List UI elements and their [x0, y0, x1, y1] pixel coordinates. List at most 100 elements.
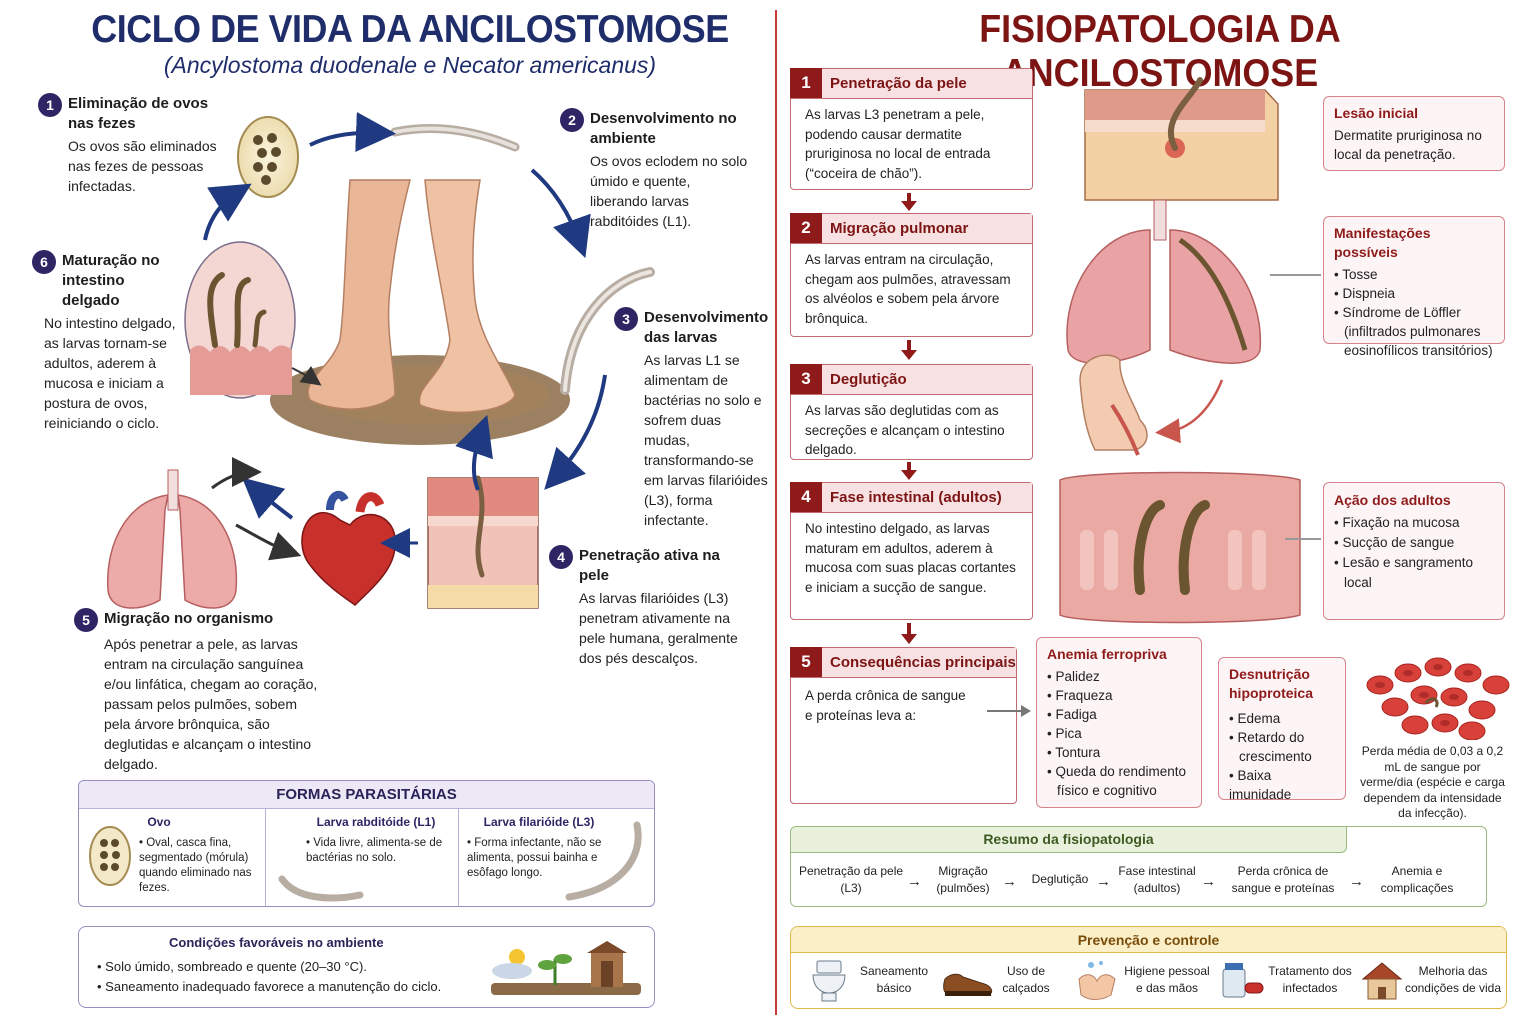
step-text: Os ovos são eliminados nas fezes de pess…	[68, 138, 217, 194]
step-text: As larvas entram na circulação, chegam a…	[805, 252, 1011, 326]
form-l3: Larva filarióide (L3) • Forma infectante…	[459, 809, 654, 906]
condition-item: • Solo úmido, sombreado e quente (20–30 …	[97, 959, 367, 974]
flow-arrow	[901, 470, 917, 480]
list-item: • Síndrome de Löffler	[1334, 305, 1461, 320]
step-number: 1	[38, 93, 62, 117]
list-item: • Palidez	[1047, 669, 1100, 684]
left-leg	[307, 179, 411, 410]
initial-lesion-box: Lesão inicial Dermatite pruriginosa no l…	[1323, 96, 1505, 171]
arrow-right-icon: →	[907, 873, 922, 890]
prevention-item: Higiene pessoal e das mãos	[1124, 964, 1210, 995]
form-egg: Ovo • Oval, casca fina, segmentado (móru…	[79, 809, 266, 906]
step-text: As larvas são deglutidas com as secreçõe…	[805, 403, 1005, 457]
form-text: • Vida livre, alimenta-se de bactérias n…	[306, 837, 443, 864]
form-text: • Oval, casca fina, segmentado (mórula) …	[139, 837, 252, 894]
box-title: Desnutrição hipoproteica	[1229, 666, 1314, 701]
step-number: 2	[560, 108, 584, 132]
connector-line	[1285, 538, 1321, 540]
toilet-icon	[812, 960, 846, 1002]
list-item: • Dispneia	[1334, 286, 1396, 301]
step-title: Fase intestinal (adultos)	[830, 489, 1002, 506]
list-item: • Retardo do	[1229, 730, 1305, 745]
step-number: 5	[74, 608, 98, 632]
summary-step: Penetração da pele (L3)	[798, 864, 904, 895]
step-number: 6	[32, 250, 56, 274]
step-number: 5	[790, 647, 822, 677]
left-subtitle: (Ancylostoma duodenale e Necator america…	[163, 52, 657, 78]
parasitic-forms-table: FORMAS PARASITÁRIAS Ovo • Oval, casca fi…	[78, 780, 655, 907]
right-title: FISIOPATOLOGIA DA ANCILOSTOMOSE	[979, 8, 1341, 95]
blood-loss-note: Perda média de 0,03 a 0,2 mL de sangue p…	[1360, 744, 1505, 820]
step-text: Os ovos eclodem no solo úmido e quente, …	[590, 153, 748, 229]
flow-arrow	[907, 340, 911, 350]
summary-step: Migração (pulmões)	[936, 864, 990, 895]
summary-step: Deglutição	[1031, 872, 1089, 886]
pathophysiology-summary: Resumo da fisiopatologia Penetração da p…	[790, 826, 1487, 907]
list-item: • Fraqueza	[1047, 688, 1113, 703]
step-title: Consequências principais	[830, 654, 1016, 671]
left-title: CICLO DE VIDA DA ANCILOSTOMOSE	[91, 8, 729, 51]
step-number: 1	[790, 68, 822, 98]
step-number: 3	[790, 364, 822, 394]
step-title: Desenvolvimento no ambiente	[590, 110, 737, 147]
egg-icon	[89, 826, 131, 886]
list-item: • Tontura	[1047, 745, 1101, 760]
step-number: 4	[790, 482, 822, 512]
step-number: 4	[549, 545, 573, 569]
heart-illustration	[301, 512, 396, 606]
conditions-title: Condições favoráveis no ambiente	[169, 935, 384, 950]
red-blood-cells-illustration	[1366, 657, 1510, 740]
larva-l1-icon	[278, 875, 364, 902]
step-text: A perda crônica de sangue e proteínas le…	[805, 688, 966, 723]
flow-arrow	[901, 634, 917, 644]
summary-step: Perda crônica de sangue e proteínas	[1231, 864, 1335, 895]
handwashing-icon	[1078, 961, 1116, 1000]
arrow-to-anemia	[987, 705, 1031, 717]
summary-step: Fase intestinal (adultos)	[1118, 864, 1196, 895]
flow-arrow	[907, 193, 911, 201]
step-text: No intestino delgado, as larvas tornam-s…	[44, 315, 176, 431]
step-text: No intestino delgado, as larvas maturam …	[805, 521, 1016, 595]
list-item: • Pica	[1047, 726, 1082, 741]
step-number: 2	[790, 213, 822, 243]
list-item: (infiltrados pulmonares	[1344, 324, 1481, 339]
right-leg	[418, 179, 516, 414]
box-title: Lesão inicial	[1334, 105, 1419, 121]
step-title: Eliminação de ovos nas fezes	[68, 95, 209, 132]
larva-l3-icon	[565, 821, 642, 901]
possible-manifestations-box: Manifestações possíveis • Tosse • Dispne…	[1323, 216, 1505, 358]
patho-step-5: 5 Consequências principais A perda crônic…	[790, 647, 1017, 804]
step-text: As larvas filarióides (L3) penetram ativ…	[579, 590, 738, 666]
list-item: • Tosse	[1334, 267, 1378, 282]
box-title: Ação dos adultos	[1334, 492, 1451, 508]
flow-arrow	[907, 623, 911, 635]
form-name: Larva filarióide (L3)	[483, 815, 595, 829]
box-text: Dermatite pruriginosa no local da penetr…	[1334, 128, 1482, 162]
center-divider	[775, 10, 777, 1015]
list-item: • Queda do rendimento	[1047, 764, 1187, 779]
prevention-item: Melhoria das condições de vida	[1404, 964, 1502, 995]
arrow-right-icon: →	[1002, 873, 1017, 890]
list-item: local	[1344, 575, 1372, 590]
arrow-right-icon: →	[1349, 873, 1364, 890]
lungs-illustration	[1066, 229, 1151, 364]
parasitic-forms-title: FORMAS PARASITÁRIAS	[79, 781, 654, 809]
list-item: • Baixa imunidade	[1229, 768, 1292, 802]
house-icon	[1361, 962, 1403, 1000]
summary-step: Anemia e complicações	[1380, 864, 1454, 895]
patho-step-4: 4 Fase intestinal (adultos) No intestino …	[790, 482, 1033, 620]
step-title: Maturação no intestino delgado	[62, 252, 160, 309]
pathophysiology-illustration	[1059, 77, 1301, 624]
malnutrition-box: Desnutrição hipoproteica • Edema • Retar…	[1218, 657, 1346, 802]
medicine-icon	[1222, 963, 1264, 998]
box-title: Anemia ferropriva	[1047, 646, 1167, 662]
adult-action-box: Ação dos adultos • Fixação na mucosa • S…	[1323, 482, 1505, 620]
prevention-item: Tratamento dos infectados	[1268, 964, 1352, 995]
